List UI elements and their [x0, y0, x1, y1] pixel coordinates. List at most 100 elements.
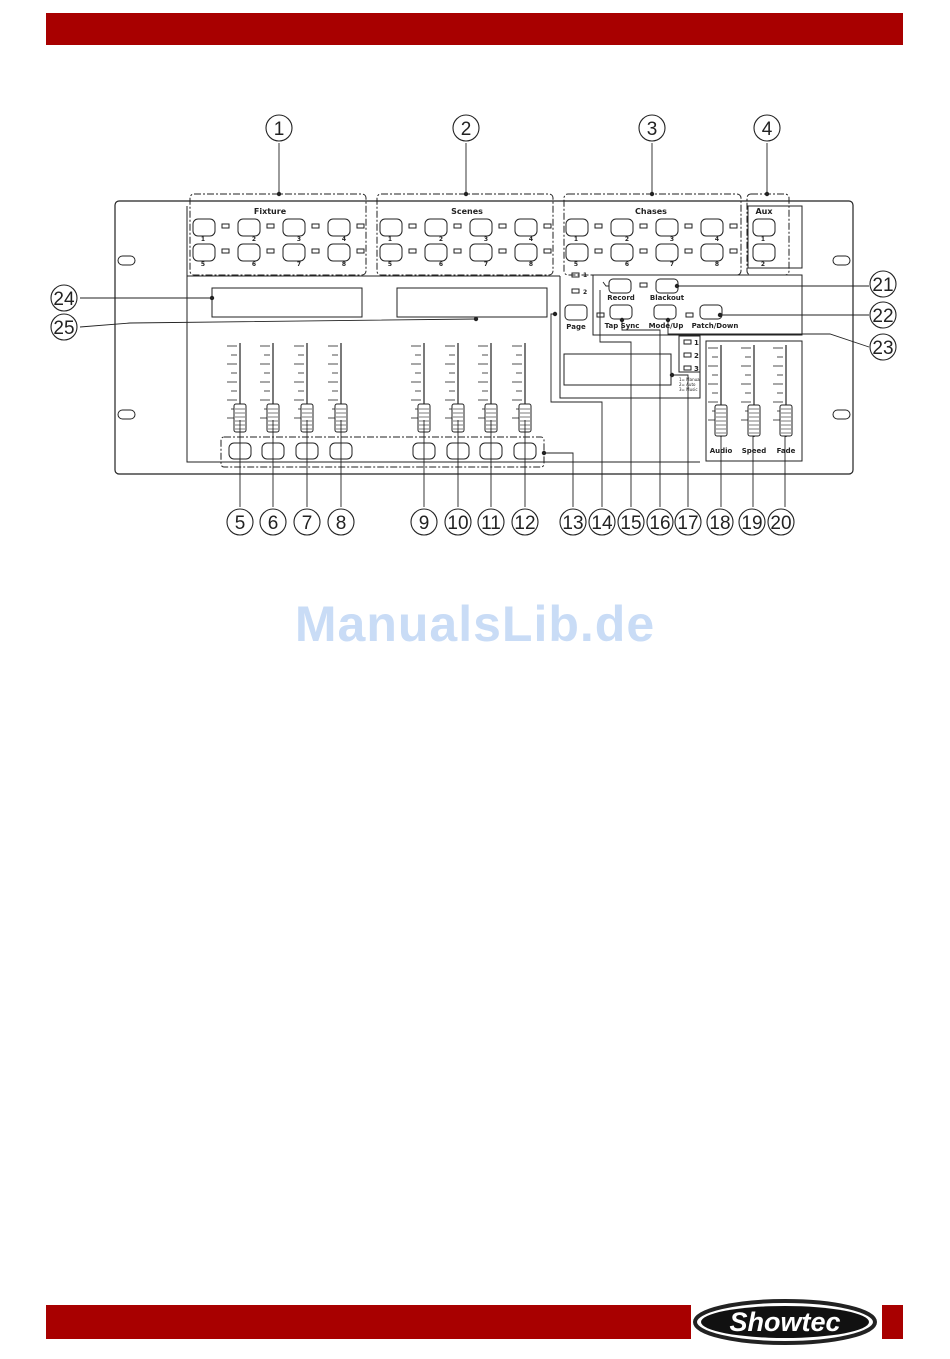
patch-down-button-label: Patch/Down [692, 322, 739, 330]
callout-1: 1 [266, 115, 292, 141]
page-led-1-label: 1 [583, 272, 587, 279]
scenes-button-label: 1 [388, 236, 392, 243]
tap-sync-button[interactable] [610, 305, 632, 319]
lcd-display-right [397, 288, 547, 317]
fixture-button-6[interactable] [238, 244, 260, 261]
chases-led-6 [640, 249, 647, 253]
callout-number: 21 [872, 275, 893, 296]
blackout-button-label: Blackout [650, 294, 685, 302]
callout-3: 3 [639, 115, 665, 141]
scenes-button-label: 8 [529, 261, 533, 268]
callout-18: 18 [707, 509, 733, 535]
fixture-button-label: 6 [252, 261, 256, 268]
callout-number: 6 [268, 513, 279, 534]
scenes-button-7[interactable] [470, 244, 492, 261]
callout-number: 16 [649, 513, 670, 534]
scenes-led-3 [499, 224, 506, 228]
mode-up-button-label: Mode/Up [649, 322, 684, 330]
fade-fader[interactable] [780, 405, 792, 436]
fixture-button-2[interactable] [238, 219, 260, 236]
callout-11: 11 [478, 509, 504, 535]
callout-13: 13 [560, 509, 586, 535]
chases-led-5 [595, 249, 602, 253]
record-button-label: Record [607, 294, 635, 302]
blackout-button[interactable] [656, 279, 678, 293]
aux-button-2[interactable] [753, 244, 775, 261]
fixture-button-1[interactable] [193, 219, 215, 236]
chases-button-label: 4 [715, 236, 719, 243]
callout-number: 18 [709, 513, 730, 534]
callout-number: 12 [514, 513, 535, 534]
patch-down-button[interactable] [700, 305, 722, 319]
record-button[interactable] [609, 279, 631, 293]
callout-number: 8 [336, 513, 347, 534]
callout-9: 9 [411, 509, 437, 535]
chases-button-label: 5 [574, 261, 578, 268]
page-led-2 [572, 289, 579, 293]
callout-10: 10 [445, 509, 471, 535]
callout-number: 7 [302, 513, 313, 534]
callout-number: 22 [872, 306, 893, 327]
fixture-button-3[interactable] [283, 219, 305, 236]
scenes-button-5[interactable] [380, 244, 402, 261]
callout-number: 24 [53, 289, 75, 310]
chases-section-title: Chases [635, 207, 667, 216]
flash-buttons [229, 443, 536, 459]
callout-number: 20 [770, 513, 791, 534]
callout-markers: 1234567891011121314151617181920212223242… [51, 115, 896, 535]
aux-button-1[interactable] [753, 219, 775, 236]
mode-led-3 [684, 366, 691, 370]
chases-button-7[interactable] [656, 244, 678, 261]
callout-number: 13 [562, 513, 583, 534]
scenes-led-8 [544, 249, 551, 253]
mode-led-1-label: 1 [694, 339, 699, 347]
fixture-button-5[interactable] [193, 244, 215, 261]
fixture-section-title: Fixture [254, 207, 287, 216]
chases-button-6[interactable] [611, 244, 633, 261]
callout-number: 9 [419, 513, 430, 534]
callout-2: 2 [453, 115, 479, 141]
chases-button-2[interactable] [611, 219, 633, 236]
fixture-button-label: 2 [252, 236, 256, 243]
chases-button-1[interactable] [566, 219, 588, 236]
page-button[interactable] [565, 305, 587, 320]
callout-number: 25 [53, 318, 74, 339]
scenes-section-title: Scenes [451, 207, 483, 216]
callout-22: 22 [870, 302, 896, 328]
mode-up-led [686, 313, 693, 317]
callout-12: 12 [512, 509, 538, 535]
callout-number: 14 [591, 513, 613, 534]
mode-up-button[interactable] [654, 305, 676, 319]
callout-25: 25 [51, 314, 77, 340]
fixture-button-label: 1 [201, 236, 205, 243]
fixture-button-7[interactable] [283, 244, 305, 261]
rack-ear-hole [833, 256, 850, 265]
scenes-button-6[interactable] [425, 244, 447, 261]
speed-fader[interactable] [748, 405, 760, 436]
scenes-button-4[interactable] [515, 219, 537, 236]
lcd-display-left [212, 288, 362, 317]
callout-number: 10 [447, 513, 468, 534]
scenes-button-3[interactable] [470, 219, 492, 236]
callout-23: 23 [870, 334, 896, 360]
scenes-button-8[interactable] [515, 244, 537, 261]
chases-button-8[interactable] [701, 244, 723, 261]
audio-fader[interactable] [715, 405, 727, 436]
master-faders [708, 345, 792, 437]
scenes-button-2[interactable] [425, 219, 447, 236]
aux-button-label: 2 [761, 261, 765, 268]
fixture-button-8[interactable] [328, 244, 350, 261]
aux-button-grid: 12 [753, 219, 775, 268]
chases-button-5[interactable] [566, 244, 588, 261]
callout-15: 15 [618, 509, 644, 535]
chases-button-3[interactable] [656, 219, 678, 236]
scenes-led-4 [544, 224, 551, 228]
scenes-led-5 [409, 249, 416, 253]
scenes-button-1[interactable] [380, 219, 402, 236]
fixture-button-4[interactable] [328, 219, 350, 236]
chases-led-3 [685, 224, 692, 228]
chases-button-4[interactable] [701, 219, 723, 236]
